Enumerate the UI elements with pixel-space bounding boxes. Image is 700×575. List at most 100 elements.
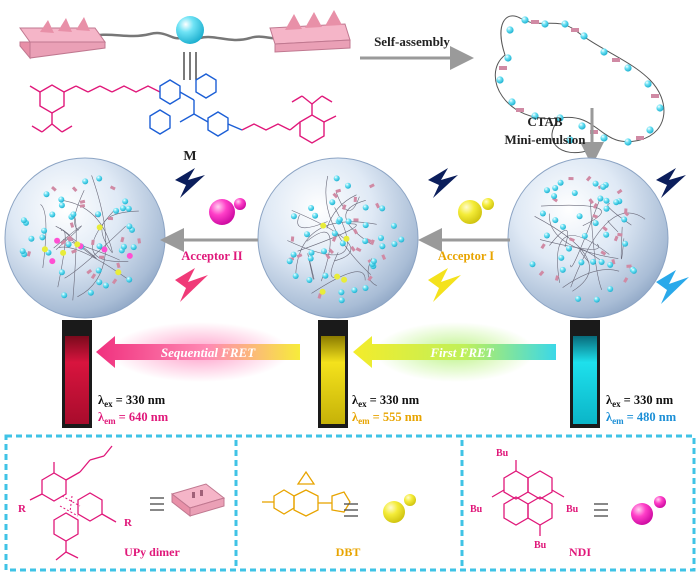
upy-block: [624, 208, 628, 214]
tpe-bead: [70, 211, 77, 218]
polymer-chain: [570, 212, 646, 288]
tpe-bead: [339, 240, 346, 247]
ndi-bu-left: Bu: [470, 504, 483, 515]
upy-dimer-structure: [29, 445, 117, 561]
upy-block: [328, 248, 335, 255]
upy-block: [79, 204, 86, 208]
upy-block: [109, 185, 116, 191]
polymer-chain: [345, 200, 372, 245]
tpe-bead: [43, 191, 50, 198]
vial-yellow: [318, 320, 348, 428]
nanoparticle-sphere: [507, 157, 669, 319]
dbt-bead-icon: [383, 501, 405, 523]
excitation-wavelength: λex= 330 nm: [98, 393, 166, 409]
acceptor-bead: [334, 273, 341, 280]
upy-block-left-icon: [19, 17, 106, 60]
lightning-dark-icon: [656, 168, 686, 198]
upy-block: [350, 245, 356, 252]
excitation-wavelength: λex= 330 nm: [352, 393, 420, 409]
tpe-bead: [336, 216, 343, 223]
tpe-bead: [362, 222, 369, 229]
chain-upy-block: [516, 108, 524, 112]
tpe-bead: [96, 243, 103, 250]
tpe-bead: [576, 213, 583, 220]
tpe-bead: [566, 245, 572, 252]
upy-block: [51, 186, 57, 192]
upy-block: [540, 243, 546, 250]
tpe-bead: [130, 244, 137, 251]
upy-block: [331, 236, 337, 242]
tpe-bead: [345, 218, 352, 225]
chain-bead: [624, 138, 632, 146]
chain-bead: [600, 48, 608, 56]
tpe-bead: [58, 196, 65, 203]
tpe-bead: [41, 227, 48, 234]
dbt-acceptor-bead-icon: [458, 200, 482, 224]
upy-block: [370, 239, 375, 246]
acceptor-bead: [54, 237, 61, 244]
acceptor-bead: [343, 235, 350, 242]
r-group-right: R: [124, 517, 133, 529]
chain-bead: [646, 126, 654, 134]
chain-upy-block: [590, 130, 598, 134]
polymer-chain: [335, 191, 360, 211]
upy-block-right-icon: [269, 10, 351, 53]
tpe-bead: [362, 204, 369, 211]
upy-block: [617, 232, 623, 237]
upy-block: [335, 188, 342, 194]
tpe-bead: [120, 243, 127, 250]
upy-block: [332, 192, 339, 199]
upy-block: [71, 249, 77, 254]
vial-cyan: [570, 320, 600, 428]
tpe-bead: [378, 235, 384, 241]
tpe-bead: [290, 213, 297, 220]
upy-block: [107, 216, 114, 221]
upy-block: [592, 202, 598, 209]
tpe-bead: [593, 296, 600, 303]
nanoparticle-sphere: [257, 157, 419, 319]
tpe-bead: [331, 230, 338, 237]
polymer-chain: [325, 175, 371, 275]
tpe-bead: [95, 211, 102, 218]
chain-bead: [656, 104, 664, 112]
upy-block: [353, 228, 358, 235]
upy-block: [600, 250, 607, 256]
emission-wavelength: λem= 555 nm: [352, 410, 423, 426]
upy-block: [90, 273, 97, 280]
acceptor-bead: [60, 249, 67, 256]
upy-block: [60, 239, 67, 246]
ndi-bead-small-icon: [654, 496, 666, 508]
dbt-structure: [262, 470, 351, 517]
tpe-bead: [398, 236, 405, 243]
upy-block: [355, 247, 362, 253]
tpe-bead: [613, 199, 620, 206]
tpe-bead: [578, 259, 585, 266]
upy-block: [111, 278, 118, 285]
polymer-chain: [77, 175, 107, 298]
upy-dimer-label: UPy dimer: [124, 545, 180, 559]
tpe-bead: [621, 216, 628, 223]
polymer-chain: [311, 271, 366, 294]
tpe-bead: [351, 287, 358, 294]
ndi-label: NDI: [569, 545, 591, 559]
tpe-bead: [96, 279, 103, 286]
upy-block: [353, 196, 357, 202]
tpe-bead: [28, 235, 35, 242]
tpe-bead: [362, 285, 369, 291]
polymer-chain: [607, 203, 632, 226]
polymer-chain: [74, 190, 85, 231]
dbt-acceptor-bead-small-icon: [482, 198, 494, 210]
tpe-bead-icon: [176, 16, 204, 44]
upy-block: [588, 198, 594, 205]
polymer-chain: [534, 216, 590, 292]
tpe-bead: [82, 178, 89, 185]
chain-bead: [521, 16, 529, 24]
ndi-bu-top: Bu: [496, 448, 509, 459]
nanoparticle-acceptor-ii: [4, 157, 166, 319]
chain-bead: [578, 122, 586, 130]
tpe-bead: [39, 234, 46, 241]
nanoparticle-donor: [507, 157, 669, 319]
chain-upy-block: [651, 94, 659, 98]
acceptor-bead: [41, 246, 48, 253]
